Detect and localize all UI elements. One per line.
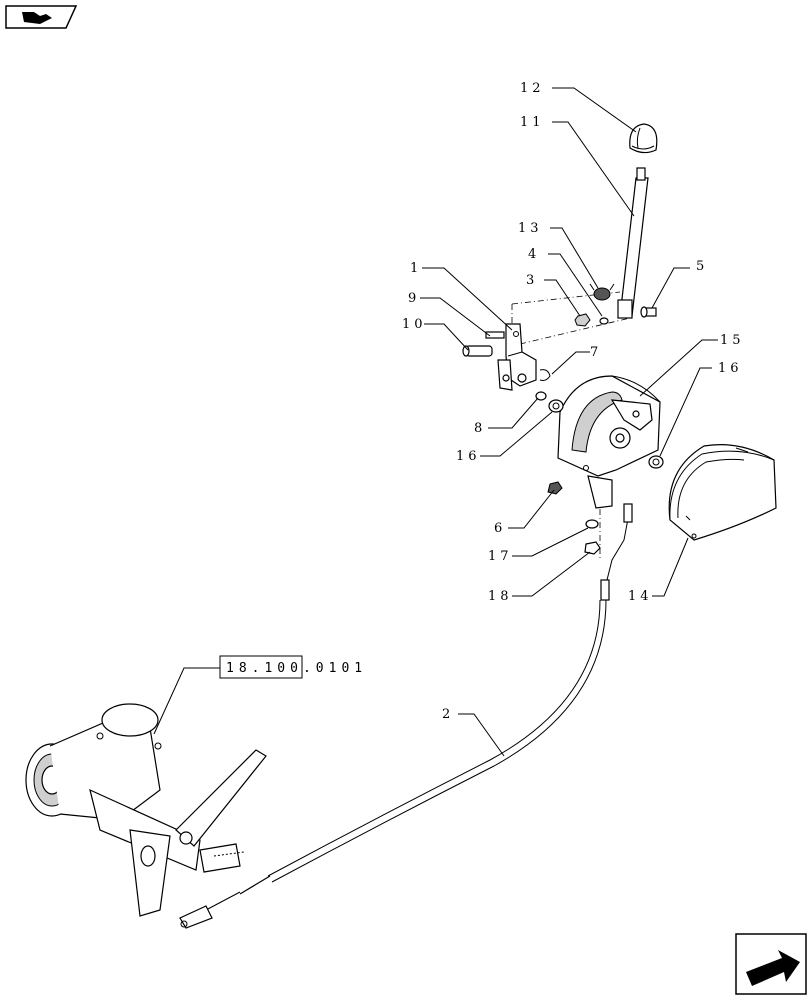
callout-9: 9 (408, 291, 420, 306)
callout-8: 8 (474, 421, 486, 436)
spacer-left-part (548, 399, 564, 413)
callout-6: 6 (494, 521, 506, 536)
washer-part (599, 317, 609, 325)
callout-leaders (153, 87, 718, 757)
transmission-assembly-part (25, 703, 267, 917)
callout-10: 10 (402, 317, 427, 332)
washer-small-part (535, 391, 547, 401)
reference-code: 18.100.0101 (226, 661, 367, 676)
next-page-arrow-icon[interactable] (735, 933, 807, 995)
nut-part (574, 313, 591, 327)
callout-5: 5 (696, 259, 708, 274)
book-arrow-icon[interactable] (5, 5, 78, 29)
cover-part (668, 444, 777, 541)
callout-7: 7 (590, 345, 602, 360)
bracket-part (497, 323, 537, 391)
callout-14: 14 (628, 589, 653, 604)
callout-12: 12 (520, 81, 545, 96)
reference-link[interactable]: 18.100.0101 (219, 655, 367, 679)
housing-bracket-part (557, 375, 661, 509)
knob-part (629, 123, 658, 154)
callout-16-left: 16 (456, 449, 481, 464)
callout-13: 13 (518, 221, 543, 236)
callout-2: 2 (442, 707, 454, 722)
callout-4: 4 (528, 247, 540, 262)
long-pin-part (462, 345, 493, 357)
callout-18: 18 (488, 589, 513, 604)
callout-11: 11 (520, 115, 545, 130)
callout-17: 17 (488, 549, 513, 564)
lever-part (617, 167, 649, 319)
wing-nut-part (589, 283, 615, 301)
clip-part (539, 369, 551, 381)
bolt-part (640, 306, 657, 318)
callout-3: 3 (526, 273, 538, 288)
washer-17-part (585, 519, 599, 529)
callout-15: 15 (720, 333, 745, 348)
spacer-right-part (648, 455, 664, 469)
screw-part (547, 481, 563, 495)
callout-1: 1 (410, 261, 422, 276)
nut-18-part (584, 541, 601, 555)
pin-part (485, 331, 505, 339)
callout-16-right: 16 (718, 361, 743, 376)
control-cable-part (179, 503, 633, 929)
